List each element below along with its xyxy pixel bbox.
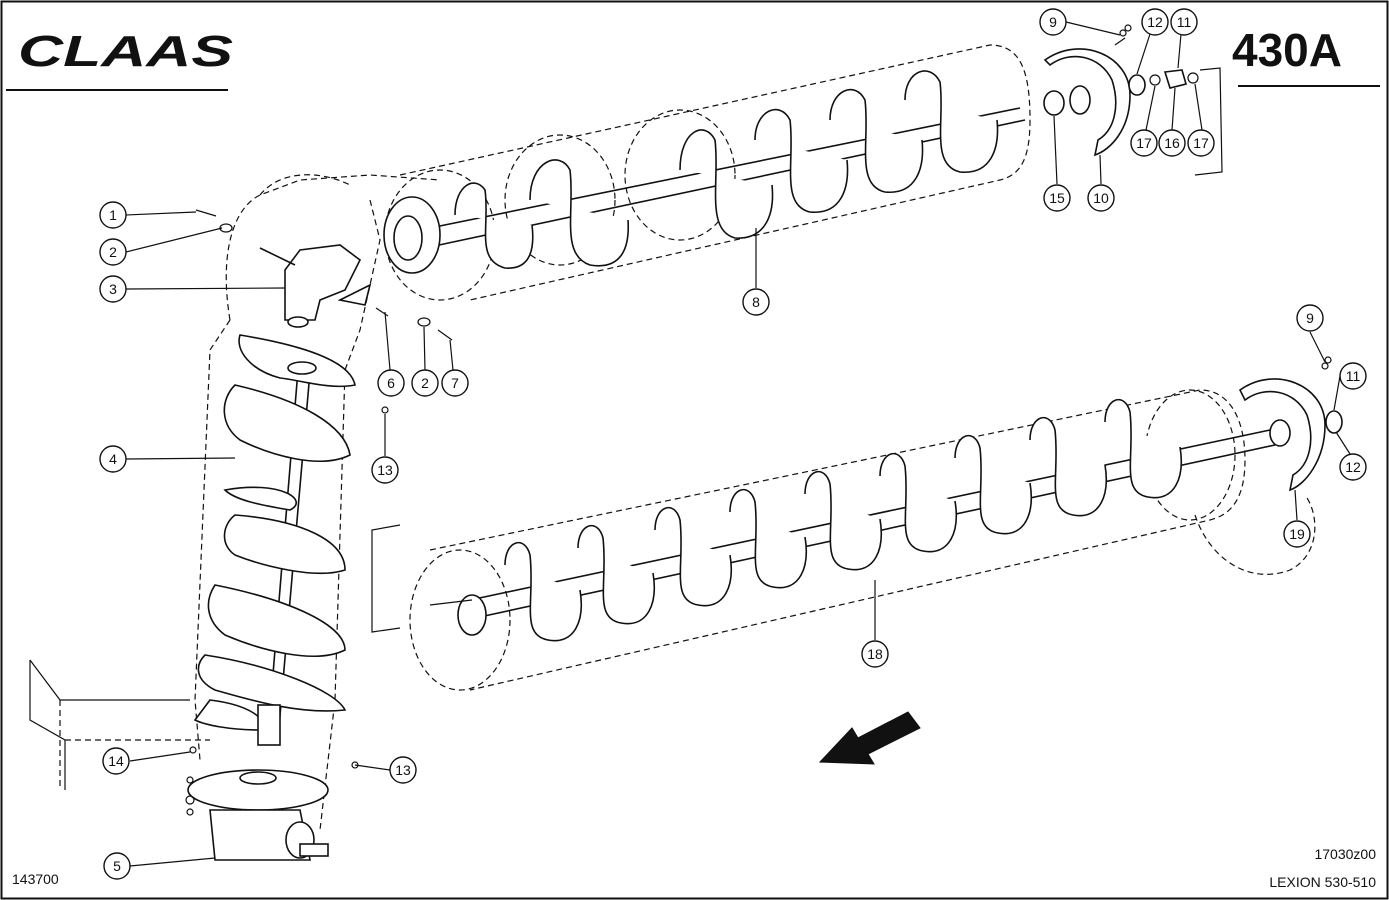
svg-text:7: 7 (451, 375, 459, 391)
footer: 143700 17030z00 LEXION 530-510 (12, 846, 1376, 890)
svg-text:17: 17 (1193, 135, 1209, 151)
svg-text:10: 10 (1093, 190, 1109, 206)
callout-3: 3 (99, 275, 127, 303)
model-label: LEXION 530-510 (1269, 874, 1376, 890)
claas-logo: CLAAS (18, 27, 233, 76)
leader-lines (125, 21, 1351, 867)
direction-arrow (818, 711, 921, 765)
svg-text:14: 14 (108, 753, 124, 769)
svg-text:4: 4 (109, 451, 117, 467)
svg-text:9: 9 (1306, 310, 1314, 326)
svg-text:5: 5 (113, 858, 121, 874)
svg-text:3: 3 (109, 281, 117, 297)
callout-8: 8 (742, 288, 770, 316)
callout-2: 2 (99, 238, 127, 266)
callout-13b: 13 (389, 756, 417, 784)
callout-15: 15 (1043, 184, 1071, 212)
callout-5: 5 (103, 852, 131, 880)
callout-11: 11 (1170, 8, 1198, 36)
left-code: 143700 (12, 871, 59, 887)
svg-text:13: 13 (377, 462, 393, 478)
callouts: 1 2 3 4 5 6 2 7 8 9 12 11 10 15 17 16 17… (99, 8, 1367, 880)
svg-text:17: 17 (1136, 135, 1152, 151)
svg-text:11: 11 (1346, 368, 1361, 384)
callout-9b: 9 (1296, 304, 1324, 332)
svg-text:19: 19 (1289, 526, 1305, 542)
svg-text:15: 15 (1049, 190, 1065, 206)
callout-4: 4 (99, 445, 127, 473)
svg-text:12: 12 (1345, 459, 1361, 475)
lower-auger-assembly (371, 356, 1343, 691)
header: CLAAS 430A (6, 24, 1380, 91)
callout-10: 10 (1087, 184, 1115, 212)
callout-12b: 12 (1339, 453, 1367, 481)
svg-text:6: 6 (387, 375, 395, 391)
callout-11b: 11 (1339, 362, 1367, 390)
callout-14: 14 (102, 747, 130, 775)
svg-text:16: 16 (1164, 135, 1180, 151)
upper-auger-assembly (383, 24, 1223, 301)
callout-17a: 17 (1130, 129, 1158, 157)
callout-18: 18 (861, 640, 889, 668)
svg-text:9: 9 (1049, 14, 1057, 30)
svg-text:2: 2 (109, 244, 117, 260)
callout-2b: 2 (411, 369, 439, 397)
callout-17b: 17 (1187, 129, 1215, 157)
callout-1: 1 (99, 201, 127, 229)
svg-text:2: 2 (421, 375, 429, 391)
callout-19: 19 (1283, 520, 1311, 548)
svg-text:12: 12 (1147, 14, 1163, 30)
svg-text:1: 1 (109, 207, 117, 223)
vertical-auger-assembly (29, 174, 453, 861)
diagram-code: 430A (1232, 24, 1342, 76)
callout-13a: 13 (371, 456, 399, 484)
svg-text:18: 18 (867, 646, 883, 662)
drawing-ref: 17030z00 (1314, 846, 1376, 862)
callout-16: 16 (1158, 129, 1186, 157)
svg-text:8: 8 (752, 294, 760, 310)
callout-6: 6 (377, 369, 405, 397)
callout-12: 12 (1141, 8, 1169, 36)
callout-9: 9 (1039, 8, 1067, 36)
svg-text:11: 11 (1177, 14, 1192, 30)
callout-7: 7 (441, 369, 469, 397)
svg-text:13: 13 (395, 762, 411, 778)
